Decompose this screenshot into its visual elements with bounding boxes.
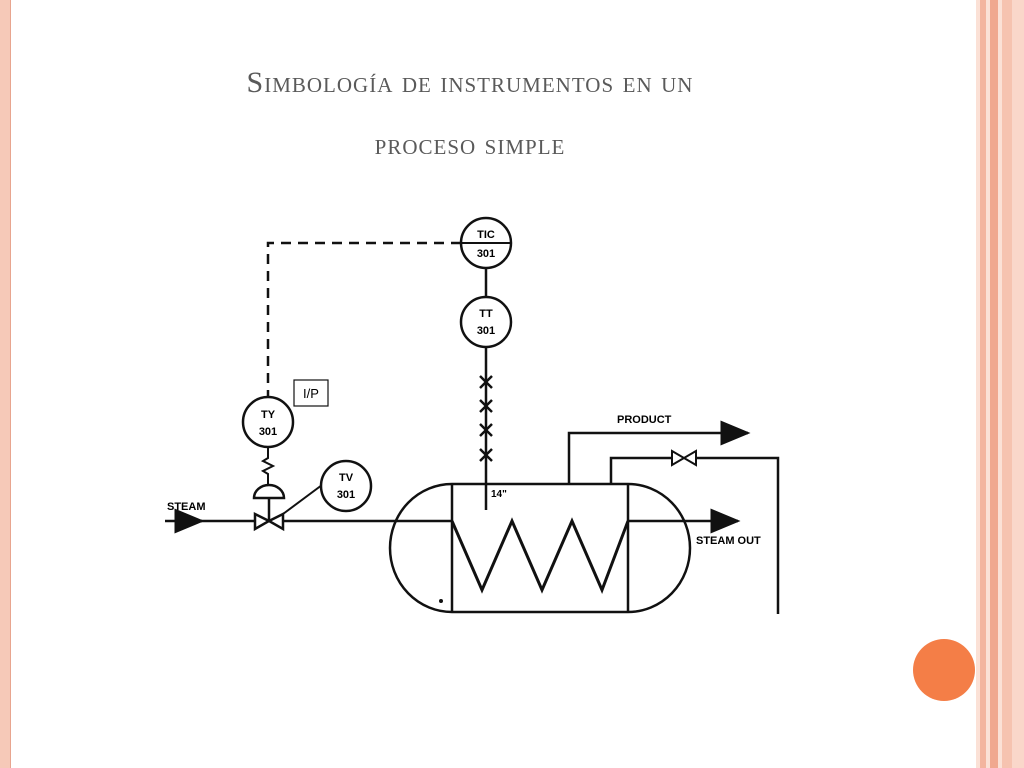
tic-number-label: 301 — [477, 248, 495, 260]
heat-exchanger-vessel — [388, 482, 692, 614]
ty-301-instrument: TY 301 — [241, 395, 295, 449]
title-line-2: proceso simple — [374, 128, 566, 161]
steam-out-label: STEAM OUT — [696, 535, 761, 547]
product-label: PRODUCT — [617, 414, 672, 426]
tv-tag-label: TV — [339, 472, 354, 484]
steam-label: STEAM — [167, 501, 206, 513]
ip-converter-box: I/P — [293, 379, 329, 407]
title-line-1: Simbología de instrumentos en un — [246, 66, 694, 99]
tt-number-label: 301 — [477, 325, 495, 337]
ty-number-label: 301 — [259, 426, 277, 438]
product-outlet-line — [567, 420, 751, 484]
decorative-orange-circle — [913, 639, 975, 701]
tv-301-instrument: TV 301 — [319, 459, 373, 513]
tv-number-label: 301 — [337, 489, 355, 501]
capillary-markers — [479, 375, 493, 462]
tic-301-instrument: TIC 301 — [459, 216, 513, 270]
tic-tag-label: TIC — [477, 229, 495, 241]
left-decorative-border — [0, 0, 11, 768]
feed-line-right — [696, 456, 780, 614]
feed-line-left — [609, 456, 672, 484]
control-valve — [252, 483, 286, 532]
tv-leader-line — [282, 481, 327, 515]
ip-label: I/P — [303, 386, 319, 401]
right-decorative-border — [976, 0, 1024, 768]
dashed-signal-line — [266, 241, 461, 396]
tt-301-instrument: TT 301 — [459, 295, 513, 349]
ty-tag-label: TY — [261, 409, 276, 421]
thermowell-label: 14" — [491, 489, 507, 500]
slide-title: Simbología de instrumentos en un proceso… — [60, 52, 880, 176]
tt-tag-label: TT — [479, 308, 493, 320]
pneumatic-signal-line — [260, 447, 276, 484]
manual-valve — [671, 449, 697, 467]
